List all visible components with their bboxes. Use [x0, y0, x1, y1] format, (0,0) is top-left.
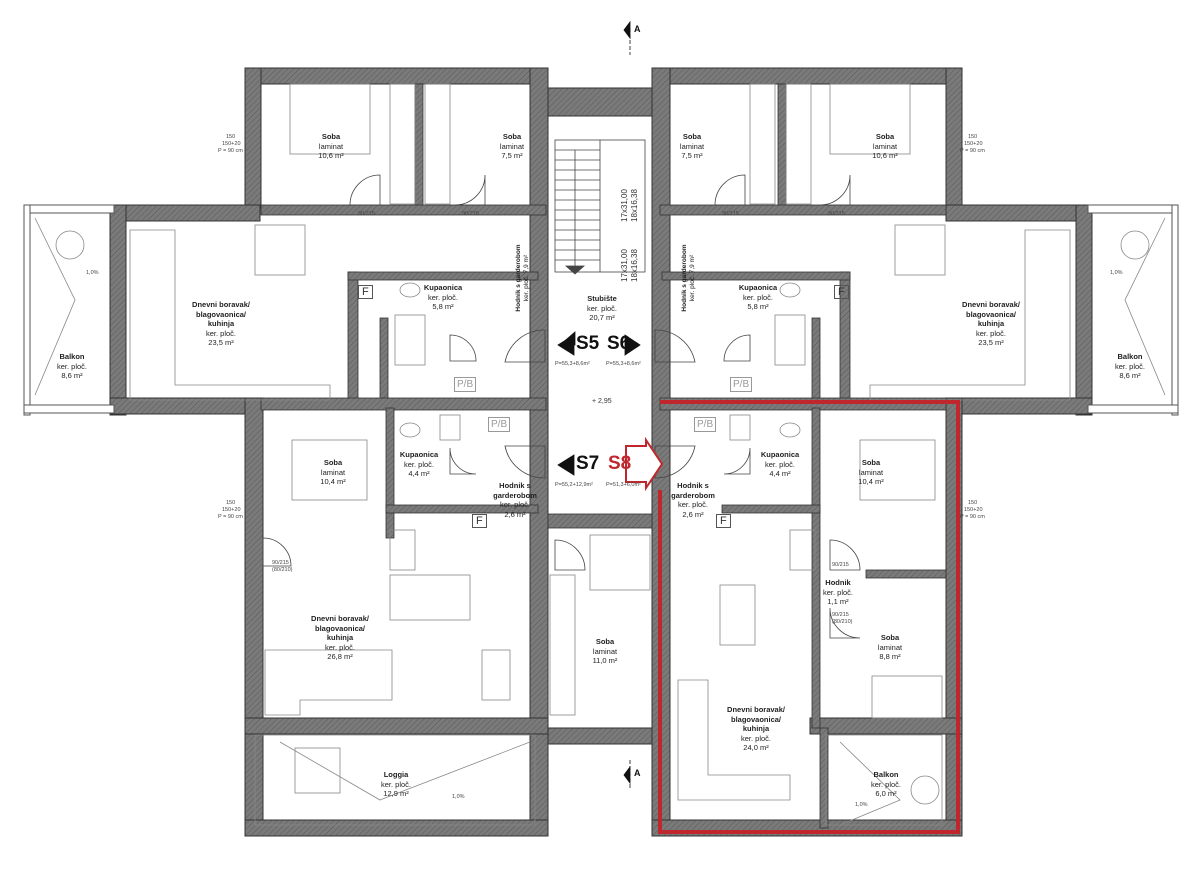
stair-label-a: 17x31,00 — [620, 189, 629, 222]
unit-label-s8: S8 — [608, 453, 632, 474]
f-marker-bl: F — [472, 514, 487, 528]
stair-label-b: 18x16,38 — [630, 189, 639, 222]
unit-area-s6: P=55,3+8,6m² — [606, 361, 641, 367]
door-label-bl-b: (80/210) — [272, 567, 293, 573]
pb-marker-bl: P/B — [488, 417, 511, 432]
unit-label-s7: S7 — [576, 453, 600, 474]
window-label-4c: P = 90 cm — [960, 514, 985, 520]
slope-label-r: 1,0% — [1110, 270, 1123, 276]
door-label-top-4: 90/215 — [828, 211, 845, 217]
window-label-4b: 150+20 — [964, 507, 983, 513]
door-label-top-3: 90/215 — [722, 211, 739, 217]
slope-label-balkon: 1,0% — [855, 802, 868, 808]
window-label-2b: 150+20 — [964, 141, 983, 147]
door-label-br2: 90/215 — [832, 612, 849, 618]
f-marker-tl: F — [358, 285, 373, 299]
unit-area-s7: P=55,2+12,9m² — [555, 482, 593, 488]
interior-walls — [260, 83, 947, 829]
window-label-2c: P = 90 cm — [960, 148, 985, 154]
door-label-br: 90/215 — [832, 562, 849, 568]
window-label-3a: 150 — [226, 500, 236, 506]
f-marker-br: F — [716, 514, 731, 528]
window-label-3c: P = 90 cm — [218, 514, 243, 520]
staircase — [554, 139, 646, 275]
section-markers — [557, 20, 641, 790]
doors — [262, 174, 861, 639]
unit-label-s6: S6 — [607, 333, 631, 354]
slope-label-loggia: 1,0% — [452, 794, 465, 800]
window-label-4a: 150 — [968, 500, 978, 506]
section-marker-bottom: A — [634, 768, 641, 778]
unit-area-s5: P=55,3+8,6m² — [555, 361, 590, 367]
pb-marker-tl: P/B — [454, 377, 477, 392]
highlight-s8 — [625, 400, 960, 834]
slope-label-l: 1,0% — [86, 270, 99, 276]
elevation-label: + 2,95 — [592, 398, 612, 405]
door-label-br2-b: (80/210) — [832, 619, 853, 625]
door-label-top-2: 90/215 — [462, 211, 479, 217]
pb-marker-tr: P/B — [730, 377, 753, 392]
window-label-2a: 150 — [968, 134, 978, 140]
window-label-1c: P = 90 cm — [218, 148, 243, 154]
window-label-1b: 150+20 — [222, 141, 241, 147]
door-label-bl: 90/215 — [272, 560, 289, 566]
exterior-walls — [23, 67, 1179, 837]
door-label-top-1: 90/215 — [358, 211, 375, 217]
pb-marker-br: P/B — [694, 417, 717, 432]
f-marker-tr: F — [834, 285, 849, 299]
stair-label-c: 17x31,00 — [620, 249, 629, 282]
section-marker-top: A — [634, 24, 641, 34]
window-label-3b: 150+20 — [222, 507, 241, 513]
furniture — [34, 83, 1166, 826]
unit-area-s8: P=51,3+6,0m² — [606, 482, 641, 488]
window-label-1a: 150 — [226, 134, 236, 140]
stair-label-d: 18x16,38 — [630, 249, 639, 282]
unit-label-s5: S5 — [576, 333, 600, 354]
